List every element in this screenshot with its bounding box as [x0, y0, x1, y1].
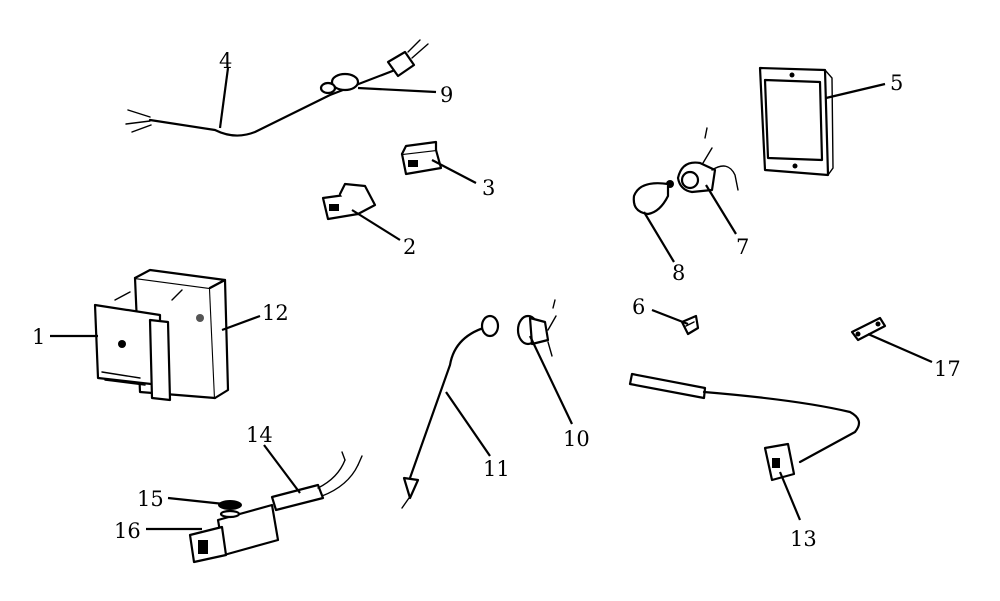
callout-9: 9 — [440, 83, 453, 107]
callout-13: 13 — [790, 527, 817, 551]
callout-3: 3 — [482, 176, 495, 200]
grommet-socket-drawing — [516, 299, 557, 357]
callout-labels: 4 9 3 2 5 7 8 6 17 10 11 1 12 13 14 15 1… — [32, 49, 961, 551]
fuse-drawing — [850, 316, 887, 342]
callout-11: 11 — [483, 457, 510, 481]
callout-6: 6 — [632, 295, 645, 319]
callout-8: 8 — [672, 261, 685, 285]
callout-1: 1 — [32, 325, 45, 349]
switch-harness-drawing — [188, 451, 363, 564]
callout-7: 7 — [736, 235, 749, 259]
callout-5: 5 — [890, 71, 903, 95]
callout-17: 17 — [934, 357, 961, 381]
lamp-bulb-drawing — [632, 182, 670, 216]
callout-14: 14 — [246, 423, 273, 447]
callout-2: 2 — [403, 235, 416, 259]
connector-block-drawing — [400, 140, 443, 176]
callout-15: 15 — [137, 487, 164, 511]
leader-lines — [50, 67, 933, 531]
connector-plug-drawing — [321, 182, 377, 221]
control-housing-drawing — [93, 268, 230, 402]
callout-16: 16 — [114, 519, 141, 543]
callout-12: 12 — [262, 301, 289, 325]
lamp-socket-drawing — [666, 127, 739, 194]
sensor-lead-drawing — [401, 314, 500, 509]
power-cord-drawing — [125, 39, 429, 137]
clip-drawing — [680, 314, 700, 336]
cover-plate-drawing — [758, 66, 834, 177]
thermostat-probe-drawing — [628, 372, 861, 482]
callout-10: 10 — [563, 427, 590, 451]
callout-4: 4 — [219, 49, 232, 73]
